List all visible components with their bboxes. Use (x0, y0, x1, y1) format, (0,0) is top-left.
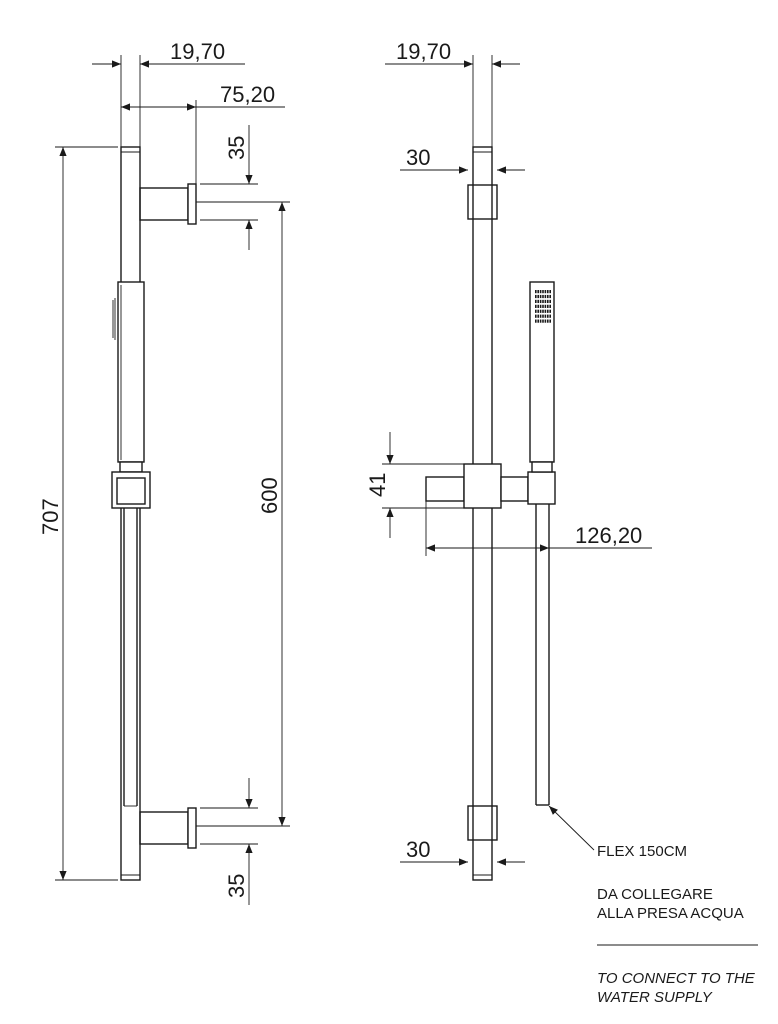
nozzle-dot (544, 294, 547, 299)
nozzle-dot (547, 299, 549, 304)
front-view: 19,70 30 30 41 126,20 (365, 39, 652, 881)
note-en-line2: WATER SUPPLY (597, 989, 713, 1006)
dim-left-top-outlet-height: 35 (224, 136, 249, 160)
nozzle-dot (542, 304, 544, 308)
nozzle-dot (537, 299, 539, 304)
side-slide-bar (120, 146, 141, 881)
nozzle-dot (547, 290, 549, 294)
dim-left-bar-width: 19,70 (170, 39, 225, 64)
nozzle-dot (542, 309, 544, 313)
nozzle-dot (547, 304, 549, 308)
note-it-line2: ALLA PRESA ACQUA (597, 905, 744, 922)
nozzle-dot (549, 319, 551, 323)
dim-left-outlet-depth: 75,20 (220, 82, 275, 107)
front-bottom-bracket (467, 805, 498, 841)
nozzle-dot (544, 314, 547, 318)
note-flex: FLEX 150CM (597, 843, 687, 860)
nozzle-dot (537, 309, 539, 313)
nozzle-dot (547, 314, 549, 318)
nozzle-dot (544, 299, 547, 304)
nozzle-dot (542, 290, 544, 294)
nozzle-dot (544, 309, 547, 313)
nozzle-dot (537, 294, 539, 299)
nozzle-dot (549, 290, 551, 294)
nozzle-grid (535, 290, 551, 323)
side-view: 19,70 75,20 35 35 707 600 (38, 39, 290, 905)
dim-right-bottom-bracket: 30 (406, 837, 430, 862)
nozzle-dot (539, 299, 542, 304)
nozzle-dot (549, 309, 551, 313)
dim-right-bar-width: 19,70 (396, 39, 451, 64)
nozzle-dot (537, 319, 539, 323)
dim-total-height: 707 (38, 498, 63, 535)
nozzle-dot (537, 314, 539, 318)
front-slider (425, 463, 556, 509)
nozzle-dot (547, 294, 549, 299)
nozzle-dot (549, 314, 551, 318)
nozzle-dot (535, 319, 537, 323)
nozzle-dot (549, 299, 551, 304)
nozzle-dot (535, 290, 537, 294)
note-it-line1: DA COLLEGARE (597, 886, 713, 903)
nozzle-dot (539, 290, 542, 294)
nozzle-dot (542, 299, 544, 304)
nozzle-dot (549, 304, 551, 308)
nozzle-dot (537, 290, 539, 294)
nozzle-dot (547, 309, 549, 313)
nozzle-dot (535, 309, 537, 313)
nozzle-dot (539, 309, 542, 313)
note-en-line1: TO CONNECT TO THE (597, 970, 756, 987)
dim-right-top-bracket: 30 (406, 145, 430, 170)
nozzle-dot (535, 299, 537, 304)
nozzle-dot (539, 304, 542, 308)
nozzle-dot (539, 314, 542, 318)
front-hand-shower (529, 281, 555, 473)
front-top-bracket (467, 184, 498, 220)
front-hose (535, 504, 550, 806)
nozzle-dot (542, 319, 544, 323)
nozzle-dot (544, 319, 547, 323)
nozzle-dot (549, 294, 551, 299)
side-top-outlet (139, 183, 240, 225)
side-hand-shower (112, 281, 145, 473)
nozzle-dot (544, 304, 547, 308)
nozzle-dot (544, 290, 547, 294)
dim-slider-depth: 126,20 (575, 523, 642, 548)
front-slide-bar (472, 146, 493, 881)
nozzle-dot (535, 314, 537, 318)
dim-left-bottom-outlet-height: 35 (224, 874, 249, 898)
dim-slider-height: 41 (365, 473, 390, 497)
nozzle-dot (539, 294, 542, 299)
dim-outlet-spacing: 600 (257, 477, 282, 514)
side-bottom-outlet (139, 807, 240, 849)
nozzle-dot (542, 294, 544, 299)
nozzle-dot (537, 304, 539, 308)
nozzle-dot (547, 319, 549, 323)
nozzle-dot (535, 304, 537, 308)
notes: FLEX 150CM DA COLLEGARE ALLA PRESA ACQUA… (597, 843, 758, 1006)
side-slider-block (111, 471, 151, 807)
nozzle-dot (542, 314, 544, 318)
nozzle-dot (539, 319, 542, 323)
nozzle-dot (535, 294, 537, 299)
